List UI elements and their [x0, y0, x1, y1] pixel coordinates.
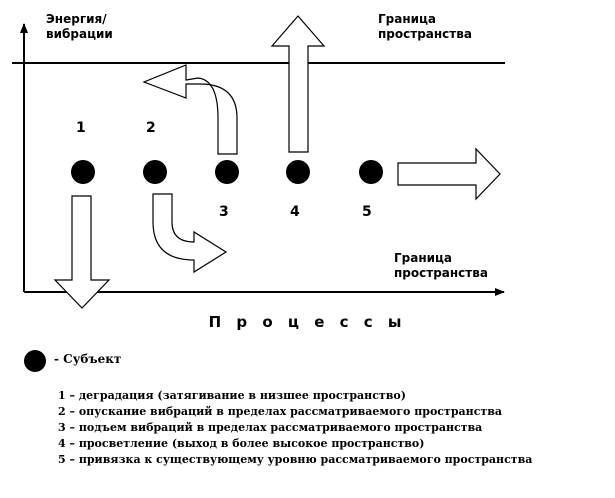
legend-subject-dot: [24, 350, 46, 372]
processes-title: П р о ц е с с ы: [208, 313, 407, 331]
subject-dot-3: [215, 160, 239, 184]
marker-2: 2: [146, 120, 156, 136]
subject-dot-2: [143, 160, 167, 184]
boundary-bottom-label: Граница пространства: [394, 251, 488, 280]
arrow-level-binding: [397, 147, 501, 201]
legend-item-2: 2 – опускание вибраций в пределах рассма…: [58, 405, 502, 418]
legend-item-3: 3 – подъем вибраций в пределах рассматри…: [58, 421, 483, 434]
subject-dot-1: [71, 160, 95, 184]
marker-1: 1: [76, 120, 86, 136]
subject-dot-4: [286, 160, 310, 184]
arrow-degradation: [53, 195, 111, 309]
arrow-vibration-up: [142, 64, 238, 155]
legend-subject-label: - Субъект: [54, 352, 122, 366]
marker-5: 5: [362, 204, 372, 220]
legend-item-4: 4 – просветление (выход в более высокое …: [58, 437, 425, 450]
marker-3: 3: [219, 204, 229, 220]
marker-4: 4: [290, 204, 300, 220]
arrow-enlightenment: [270, 15, 326, 153]
axis-y-label: Энергия/ вибрации: [46, 12, 113, 41]
arrow-vibration-down: [152, 193, 228, 274]
subject-dot-5: [359, 160, 383, 184]
legend-item-5: 5 – привязка к существующему уровню расс…: [58, 453, 533, 466]
legend-list: 1 – деградация (затягивание в низшее про…: [58, 388, 532, 468]
legend-item-1: 1 – деградация (затягивание в низшее про…: [58, 389, 406, 402]
boundary-top-label: Граница пространства: [378, 12, 472, 41]
